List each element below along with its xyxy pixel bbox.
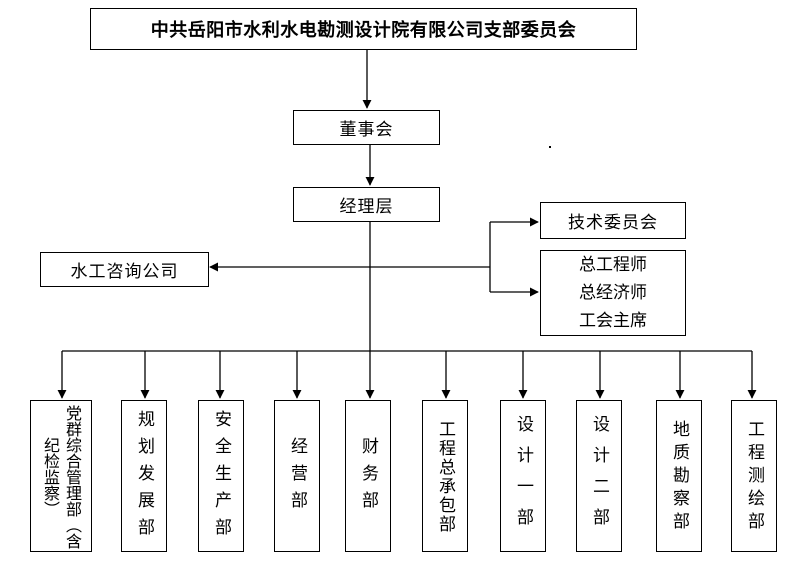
dept-label: 规划发展部 bbox=[134, 409, 154, 545]
dept-epc: 工程总承包部 bbox=[422, 400, 468, 552]
dept-party-admin: 党群综合管理部（含纪检监察） bbox=[30, 400, 92, 552]
chief-engineer: 总工程师 bbox=[579, 255, 647, 275]
dept-business: 经营部 bbox=[274, 400, 320, 552]
dept-finance: 财务部 bbox=[345, 400, 391, 552]
dept-geology: 地质勘察部 bbox=[656, 400, 702, 552]
dept-label: 地质勘察部 bbox=[669, 419, 689, 535]
management-box: 经理层 bbox=[293, 187, 440, 222]
dept-design-1: 设计一部 bbox=[500, 400, 546, 552]
dept-planning: 规划发展部 bbox=[121, 400, 167, 552]
chiefs-box: 总工程师 总经济师 工会主席 bbox=[540, 250, 686, 336]
chief-economist: 总经济师 bbox=[579, 283, 647, 303]
union-chair: 工会主席 bbox=[579, 311, 647, 331]
dept-design-2: 设计二部 bbox=[576, 400, 622, 552]
dept-surveying: 工程测绘部 bbox=[731, 400, 777, 552]
dept-safety: 安全生产部 bbox=[198, 400, 244, 552]
dept-label: 财务部 bbox=[358, 436, 378, 518]
dept-label: 党群综合管理部（含纪检监察） bbox=[41, 405, 82, 549]
dept-label: 工程测绘部 bbox=[744, 419, 764, 535]
dept-label: 工程总承包部 bbox=[435, 420, 455, 534]
party-committee-box: 中共岳阳市水利水电勘测设计院有限公司支部委员会 bbox=[90, 8, 637, 50]
dept-label: 经营部 bbox=[287, 436, 307, 518]
consulting-company-box: 水工咨询公司 bbox=[40, 252, 209, 287]
dept-label: 安全生产部 bbox=[211, 409, 231, 545]
board-box: 董事会 bbox=[293, 110, 440, 145]
dept-label: 设计一部 bbox=[513, 415, 533, 539]
tech-committee-box: 技术委员会 bbox=[540, 202, 686, 239]
dept-label: 设计二部 bbox=[589, 415, 609, 539]
